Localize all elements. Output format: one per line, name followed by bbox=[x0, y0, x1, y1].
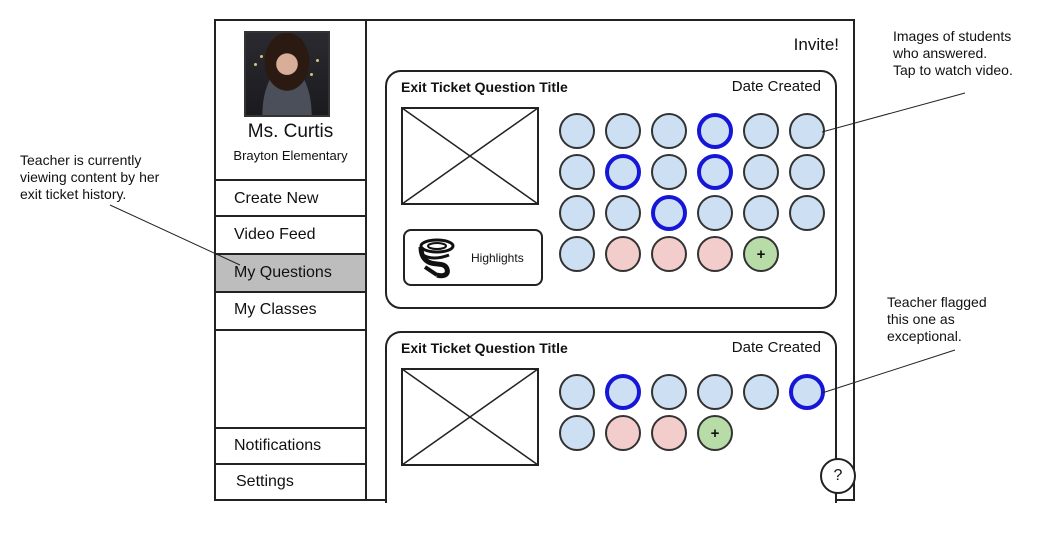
sidebar-item-label: Notifications bbox=[234, 437, 322, 454]
sidebar-item-label: My Classes bbox=[234, 301, 317, 318]
student-answer-pending[interactable] bbox=[651, 236, 687, 272]
student-answer[interactable] bbox=[559, 195, 595, 231]
add-student-button[interactable]: + bbox=[697, 415, 733, 451]
student-answer[interactable] bbox=[697, 374, 733, 410]
sidebar: Ms. Curtis Brayton Elementary Create New… bbox=[216, 21, 367, 499]
sidebar-empty-space bbox=[216, 329, 365, 427]
student-answer-flagged[interactable] bbox=[697, 154, 733, 190]
annotation-top-right-note: Images of students who answered. Tap to … bbox=[893, 28, 1013, 78]
help-button[interactable]: ? bbox=[820, 458, 856, 494]
exit-ticket-card[interactable]: Exit Ticket Question Title Date Created … bbox=[385, 331, 837, 503]
student-answer[interactable] bbox=[697, 195, 733, 231]
student-answer[interactable] bbox=[651, 374, 687, 410]
student-answer-flagged[interactable] bbox=[651, 195, 687, 231]
student-answer[interactable] bbox=[651, 113, 687, 149]
student-answer[interactable] bbox=[743, 195, 779, 231]
student-answer[interactable] bbox=[559, 415, 595, 451]
sidebar-item-label: My Questions bbox=[234, 264, 332, 281]
student-answer[interactable] bbox=[789, 195, 825, 231]
student-answer[interactable] bbox=[559, 154, 595, 190]
question-title: Exit Ticket Question Title bbox=[401, 340, 568, 356]
student-answer-pending[interactable] bbox=[605, 415, 641, 451]
student-answer-flagged[interactable] bbox=[789, 374, 825, 410]
student-answer[interactable] bbox=[743, 374, 779, 410]
sidebar-item-video-feed[interactable]: Video Feed bbox=[216, 215, 365, 253]
exit-ticket-card[interactable]: Exit Ticket Question Title Date Created … bbox=[385, 70, 837, 309]
teacher-avatar bbox=[244, 31, 330, 117]
invite-button[interactable]: Invite! bbox=[793, 35, 839, 54]
student-answer-pending[interactable] bbox=[651, 415, 687, 451]
sidebar-item-settings[interactable]: Settings bbox=[216, 463, 365, 499]
student-answer[interactable] bbox=[743, 154, 779, 190]
annotation-mid-right-note: Teacher flagged this one as exceptional. bbox=[887, 294, 987, 344]
image-placeholder bbox=[401, 107, 539, 205]
student-answer[interactable] bbox=[743, 113, 779, 149]
annotation-left-note: Teacher is currently viewing content by … bbox=[20, 152, 160, 202]
student-answer[interactable] bbox=[605, 195, 641, 231]
sidebar-item-label: Video Feed bbox=[234, 226, 316, 243]
student-answer[interactable] bbox=[559, 236, 595, 272]
student-answer-flagged[interactable] bbox=[605, 374, 641, 410]
teacher-name: Ms. Curtis bbox=[247, 121, 334, 142]
student-answer-pending[interactable] bbox=[697, 236, 733, 272]
teacher-school: Brayton Elementary bbox=[233, 148, 348, 163]
date-created: Date Created bbox=[731, 78, 821, 95]
sidebar-item-label: Create New bbox=[234, 190, 319, 207]
sidebar-item-notifications[interactable]: Notifications bbox=[216, 427, 365, 463]
sidebar-item-my-questions[interactable]: My Questions bbox=[216, 253, 365, 293]
question-title: Exit Ticket Question Title bbox=[401, 79, 568, 95]
add-student-button[interactable]: + bbox=[743, 236, 779, 272]
student-answer[interactable] bbox=[605, 113, 641, 149]
student-answer-pending[interactable] bbox=[605, 236, 641, 272]
sidebar-item-create-new[interactable]: Create New bbox=[216, 179, 365, 217]
highlights-button[interactable]: Highlights bbox=[403, 229, 543, 286]
student-answer[interactable] bbox=[789, 154, 825, 190]
sidebar-item-label: Settings bbox=[236, 473, 294, 490]
student-answer[interactable] bbox=[789, 113, 825, 149]
film-reel-icon bbox=[418, 238, 455, 279]
date-created: Date Created bbox=[731, 339, 821, 356]
student-answer[interactable] bbox=[651, 154, 687, 190]
image-placeholder bbox=[401, 368, 539, 466]
student-answer-flagged[interactable] bbox=[605, 154, 641, 190]
student-answer[interactable] bbox=[559, 374, 595, 410]
teacher-profile: Ms. Curtis Brayton Elementary bbox=[216, 21, 365, 179]
highlights-label: Highlights bbox=[471, 251, 524, 265]
app-window: Ms. Curtis Brayton Elementary Create New… bbox=[214, 19, 856, 503]
student-answer-flagged[interactable] bbox=[697, 113, 733, 149]
sidebar-item-my-classes[interactable]: My Classes bbox=[216, 291, 365, 329]
student-answer[interactable] bbox=[559, 113, 595, 149]
